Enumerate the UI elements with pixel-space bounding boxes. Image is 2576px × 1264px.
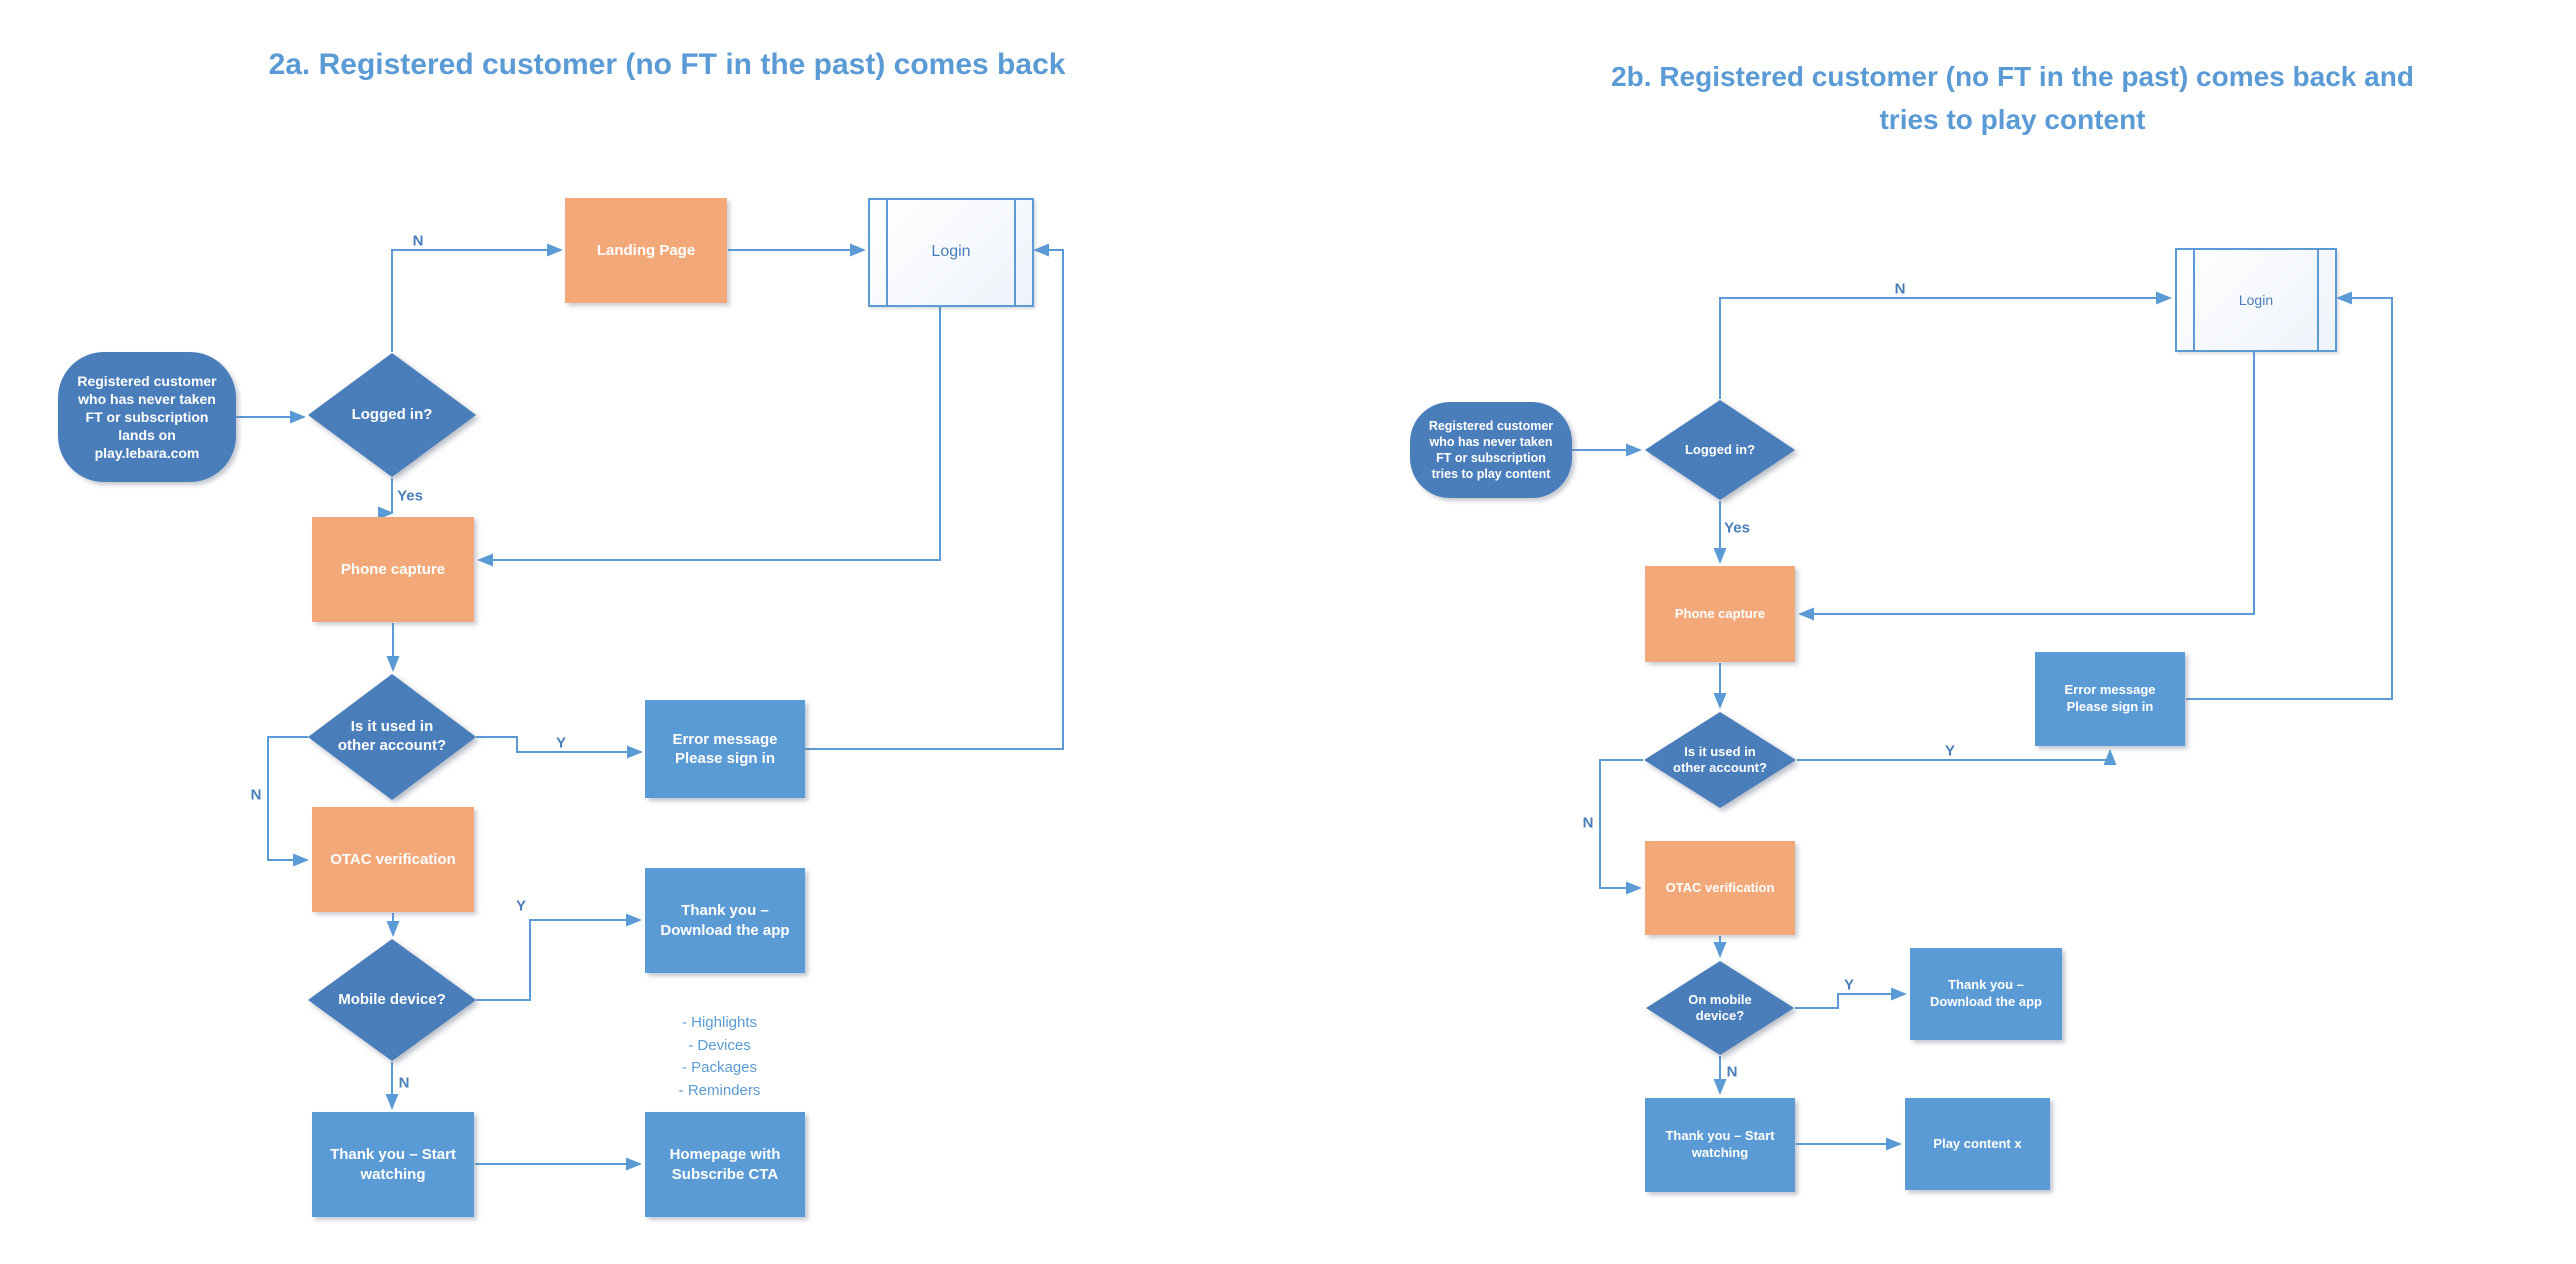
flow-a-title: 2a. Registered customer (no FT in the pa… <box>268 48 1066 81</box>
node-a-homepage-subscribe: Homepage with Subscribe CTA <box>645 1112 805 1217</box>
edge-a-otheracct-otac <box>267 736 309 867</box>
edge-label-a-y-download: Y <box>515 897 527 915</box>
edge-a-login-phone <box>477 304 941 567</box>
flow-b-title: 2b. Registered customer (no FT in the pa… <box>1611 61 2414 136</box>
edge-label-b-n-otac: N <box>1582 814 1594 832</box>
edge-b-onmobile-download <box>1795 987 1907 1009</box>
node-a-thank-you-download: Thank you – Download the app <box>645 868 805 973</box>
node-b-error-message: Error message Please sign in <box>2035 652 2185 746</box>
node-a-phone-capture: Phone capture <box>312 517 474 622</box>
node-b-thank-you-download: Thank you – Download the app <box>1910 948 2062 1040</box>
edge-label-a-n-start: N <box>398 1074 410 1092</box>
node-a-landing-page: Landing Page <box>565 198 727 303</box>
diamond-shape: Is it used in other account? <box>1644 712 1796 808</box>
node-a-login-subprocess: Login <box>868 198 1034 307</box>
diamond-shape: Logged in? <box>1645 400 1795 500</box>
node-a-mobile-device-decision: Mobile device? <box>308 939 476 1061</box>
edge-label-b-y-download: Y <box>1843 976 1855 994</box>
edge-label-a-y-error: Y <box>555 734 567 752</box>
homepage-notes-list: - Highlights - Devices - Packages - Remi… <box>678 1014 761 1099</box>
edge-b-login-phone <box>1798 350 2255 621</box>
edge-label-b-y-error: Y <box>1944 742 1956 760</box>
diamond-shape: On mobile device? <box>1646 961 1794 1055</box>
node-a-error-message: Error message Please sign in <box>645 700 805 798</box>
node-a-logged-in-decision: Logged in? <box>308 353 476 477</box>
node-b-other-account-decision: Is it used in other account? <box>1644 712 1796 808</box>
diamond-shape: Mobile device? <box>308 939 476 1061</box>
edge-label-b-yes-phone: Yes <box>1724 519 1750 537</box>
node-b-phone-capture: Phone capture <box>1645 566 1795 662</box>
edge-a-loggedin-landing <box>391 243 563 352</box>
edge-label-b-n-start: N <box>1726 1063 1738 1081</box>
node-a-otac-verification: OTAC verification <box>312 807 474 912</box>
node-a-other-account-decision: Is it used in other account? <box>308 674 476 800</box>
node-a-start-terminal: Registered customer who has never taken … <box>58 352 236 482</box>
node-b-logged-in-decision: Logged in? <box>1645 400 1795 500</box>
diamond-shape: Logged in? <box>308 353 476 477</box>
node-b-login-subprocess: Login <box>2175 248 2337 352</box>
edge-label-b-n-login: N <box>1894 280 1906 298</box>
edge-label-a-n-otac: N <box>250 786 262 804</box>
edge-label-a-yes-phone: Yes <box>397 487 423 505</box>
edge-a-mobile-download <box>476 913 642 1001</box>
diamond-shape: Is it used in other account? <box>308 674 476 800</box>
edge-a-error-login <box>805 243 1064 750</box>
node-b-otac-verification: OTAC verification <box>1645 841 1795 935</box>
edge-b-error-login <box>2186 291 2393 700</box>
node-a-thank-you-start: Thank you – Start watching <box>312 1112 474 1217</box>
edge-b-loggedin-login <box>1719 291 2172 399</box>
node-b-play-content: Play content x <box>1905 1098 2050 1190</box>
node-b-thank-you-start: Thank you – Start watching <box>1645 1098 1795 1192</box>
edge-b-otheracct-otac <box>1599 759 1643 895</box>
node-b-on-mobile-decision: On mobile device? <box>1646 961 1794 1055</box>
edge-label-a-n-landing: N <box>412 232 424 250</box>
node-b-start-terminal: Registered customer who has never taken … <box>1410 402 1572 498</box>
